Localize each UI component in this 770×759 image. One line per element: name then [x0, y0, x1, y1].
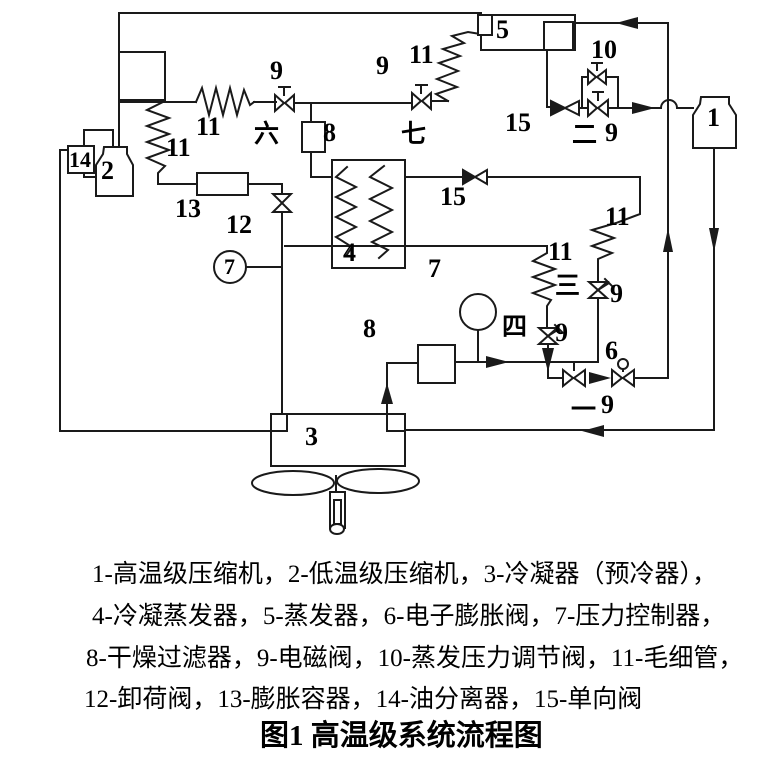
pressure-ctrl-right-label: 7 — [428, 254, 441, 283]
fan-motor-core — [333, 499, 342, 525]
solenoid-valve-seven — [411, 84, 432, 112]
cascade-hx-label: 4 — [343, 238, 356, 267]
arrow-right-liquid-line — [486, 356, 509, 368]
filter-drier-top-label: 8 — [323, 118, 336, 147]
condenser-inlet-left — [270, 413, 288, 432]
oil-separator-14 — [67, 145, 95, 174]
legend-line-1: 1-高温级压缩机，2-低温级压缩机，3-冷凝器（预冷器）， — [92, 561, 717, 588]
arrow-left-to-evaporator — [616, 17, 638, 29]
expansion-vessel-label: 13 — [175, 194, 201, 223]
condenser-label: 3 — [305, 422, 318, 451]
compressor-ht-label: 1 — [707, 103, 720, 132]
filter-drier-bottom-label: 8 — [363, 314, 376, 343]
valve9-two-number: 9 — [605, 118, 618, 147]
check-valve-mid-label: 15 — [440, 182, 466, 211]
arrow-down-branch-four — [542, 348, 554, 372]
capillary-three — [588, 176, 641, 283]
valve9-seven-number: 9 — [376, 51, 389, 80]
evaporator-header-left — [477, 14, 493, 36]
capillary-four-label: 11 — [548, 237, 573, 266]
capillary-four — [530, 245, 558, 329]
solenoid-four-ordinal: 四 — [502, 314, 528, 341]
compressor-2 — [95, 146, 134, 197]
flow-diagram — [59, 12, 737, 535]
arrow-up-to-drier — [381, 383, 393, 404]
eev-valve-6 — [611, 358, 635, 389]
unload-valve-label: 12 — [226, 210, 252, 239]
solenoid-valve-six — [274, 86, 295, 114]
valve9-six-number: 9 — [270, 56, 283, 85]
solenoid-valve-four — [536, 323, 564, 345]
solenoid-two-ordinal: 二 — [572, 122, 598, 149]
arrow-up-riser — [663, 228, 673, 252]
fan-motor-base — [329, 523, 345, 535]
legend-line-4: 12-卸荷阀，13-膨胀容器，14-油分离器，15-单向阀 — [84, 686, 643, 713]
condenser-outlet-right — [386, 413, 406, 432]
cascade-hx-4 — [331, 159, 406, 269]
aux-box-top — [118, 51, 166, 101]
fan-blade-left — [251, 470, 335, 496]
pipes — [59, 12, 715, 493]
capillary-main — [194, 84, 256, 119]
arrow-right-suction — [632, 102, 655, 114]
valve9-four-number: 9 — [555, 318, 568, 347]
arrow-right-eev-line — [589, 372, 611, 384]
legend-line-3: 8-干燥过滤器，9-电磁阀，10-蒸发压力调节阀，11-毛细管， — [86, 645, 744, 672]
compressor-1 — [692, 96, 737, 149]
fan-blade-right — [336, 468, 420, 494]
capillary-evap-label: 11 — [409, 40, 434, 69]
valve9-three-number: 9 — [610, 279, 623, 308]
capillary-three-label: 11 — [605, 202, 630, 231]
pressure-controller-7 — [213, 250, 247, 284]
check-valve-15-top — [550, 99, 580, 117]
valves — [270, 62, 635, 389]
arrow-down-discharge — [709, 228, 719, 252]
evaporator-label: 5 — [496, 15, 509, 44]
legend-line-2: 4-冷凝蒸发器，5-蒸发器，6-电子膨胀阀，7-压力控制器， — [92, 603, 726, 630]
solenoid-one-ordinal: 一 — [571, 397, 597, 424]
sight-glass — [459, 293, 497, 331]
solenoid-seven-ordinal: 七 — [401, 121, 427, 148]
epr-valve-10 — [587, 62, 607, 87]
check-valve-top-label: 15 — [505, 108, 531, 137]
arrow-left-to-condenser — [582, 425, 604, 437]
solenoid-six-ordinal: 六 — [254, 121, 280, 148]
filter-drier-8-top — [301, 121, 326, 153]
compressor-lt-label: 2 — [101, 156, 114, 185]
epr-valve-label: 10 — [591, 35, 617, 64]
solenoid-valve-three — [586, 277, 614, 299]
eev-label: 6 — [605, 336, 618, 365]
hx-coil-right — [367, 164, 395, 260]
figure-caption: 图1 高温级系统流程图 — [260, 720, 543, 752]
solenoid-three-ordinal: 三 — [555, 273, 581, 300]
unload-valve-12 — [270, 193, 294, 213]
capillary-left-label: 11 — [166, 133, 191, 162]
flow-arrows — [381, 17, 719, 437]
valve9-one-number: 9 — [601, 390, 614, 419]
oil-separator-label: 14 — [69, 147, 91, 172]
check-valve-15-mid — [462, 168, 488, 186]
capillary-evaporator — [433, 30, 482, 103]
solenoid-valve-one — [562, 361, 586, 389]
evaporator-header-right — [543, 21, 574, 51]
condenser-3 — [270, 413, 406, 467]
capillary-main-label: 11 — [196, 112, 221, 141]
solenoid-valve-two — [587, 91, 609, 119]
filter-drier-8-bottom — [417, 344, 456, 384]
components — [67, 14, 737, 535]
capillary-left — [144, 100, 172, 185]
pressure-ctrl-circle-label: 7 — [224, 254, 235, 279]
expansion-vessel-13 — [196, 172, 249, 196]
hx-coil-left — [333, 165, 359, 258]
